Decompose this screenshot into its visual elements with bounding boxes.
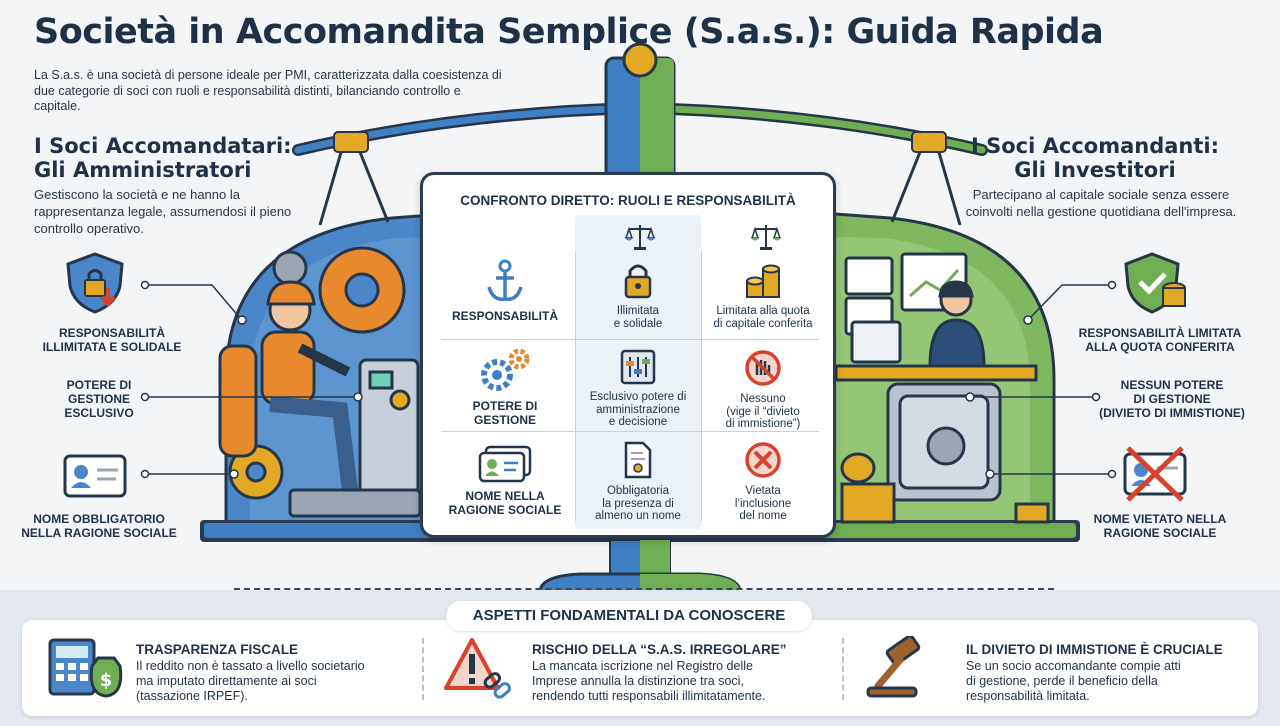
comparison-grid: Responsabilità Illimitata e solidale Lim… [435,215,825,529]
comparison-card: CONFRONTO DIRETTO: RUOLI E RESPONSABILIT… [420,172,836,538]
grid-divider [441,339,819,340]
accomandanti-gestione-label: Nessun potere di gestione (divieto di im… [1099,378,1245,420]
coins-icon [746,264,780,298]
no-hand-icon [745,350,781,386]
calculator-money-icon: $ [48,638,123,698]
padlock-icon [624,264,652,299]
accomandanti-nome-label: Nome vietato nella ragione sociale [1093,512,1227,540]
row-gestione-label: Potere di gestione [437,347,573,427]
grid-divider [575,251,576,521]
page-title: Società in Accomandita Semplice (S.a.s.)… [34,12,1104,52]
name-card-icon [478,445,532,483]
shield-check-coins-icon [1124,252,1186,314]
id-card-icon [63,454,127,498]
id-card-crossed-icon [1123,446,1187,502]
shield-lock-icon [66,252,124,314]
sliders-icon [620,349,656,385]
tip-trasparenza-fiscale: $ Trasparenza fiscale Il reddito non è t… [46,620,426,716]
row-nome-accomandanti: Vietata l’inclusione del nome [702,441,824,523]
gears-icon [481,348,530,391]
key-facts-card: $ Trasparenza fiscale Il reddito non è t… [22,620,1258,716]
intro-text: La S.a.s. è una società di persone ideal… [34,68,502,113]
accomandanti-heading: I Soci Accomandanti: Gli Investitori [970,134,1219,182]
row-responsabilita-accomandatari: Illimitata e solidale [576,261,700,330]
section-divider [234,588,1054,590]
svg-text:$: $ [100,670,113,691]
accomandatari-nome-label: Nome obbligatorio nella ragione sociale [21,512,177,540]
accomandanti-responsabilita-label: Responsabilità limitata alla quota confe… [1078,326,1242,354]
row-nome-accomandatari: Obbligatoria la presenza di almeno un no… [576,441,700,523]
row-gestione-accomandanti: Nessuno (vige il “divieto di immistione”… [702,349,824,431]
scales-icon [751,225,781,250]
accomandatari-heading: I Soci Accomandatari: Gli Amministratori [34,134,292,182]
tip-separator [422,638,424,700]
warning-broken-chain-icon [444,638,512,699]
accomandatari-description: Gestiscono la società e ne hanno la rapp… [34,187,292,236]
row-responsabilita-accomandanti: Limitata alla quota di capitale conferit… [702,261,824,330]
certificate-icon [624,441,652,479]
accomandatari-gestione-label: Potere di gestione esclusivo [64,378,134,420]
scales-icon [625,225,655,250]
anchor-icon [487,259,523,301]
row-nome-label: Nome nella ragione sociale [437,445,573,517]
accomandatari-responsabilita-label: Responsabilità illimitata e solidale [42,326,182,354]
tip-sas-irregolare: Rischio della “S.a.s. irregolare” La man… [442,620,852,716]
key-facts-heading: ASPETTI FONDAMENTALI DA CONOSCERE [446,601,812,631]
grid-divider [441,431,819,432]
tip-separator [842,638,844,700]
tip-divieto-immistione: Il divieto di immistione è cruciale Se u… [860,620,1250,716]
row-responsabilita-label: Responsabilità [437,259,573,323]
x-circle-icon [745,442,781,478]
accomandanti-description: Partecipano al capitale sociale senza es… [965,187,1237,219]
grid-divider [701,251,702,521]
gavel-icon [866,636,921,698]
row-gestione-accomandatari: Esclusivo potere di amministrazione e de… [576,349,700,429]
comparison-title: CONFRONTO DIRETTO: RUOLI E RESPONSABILIT… [460,193,796,208]
